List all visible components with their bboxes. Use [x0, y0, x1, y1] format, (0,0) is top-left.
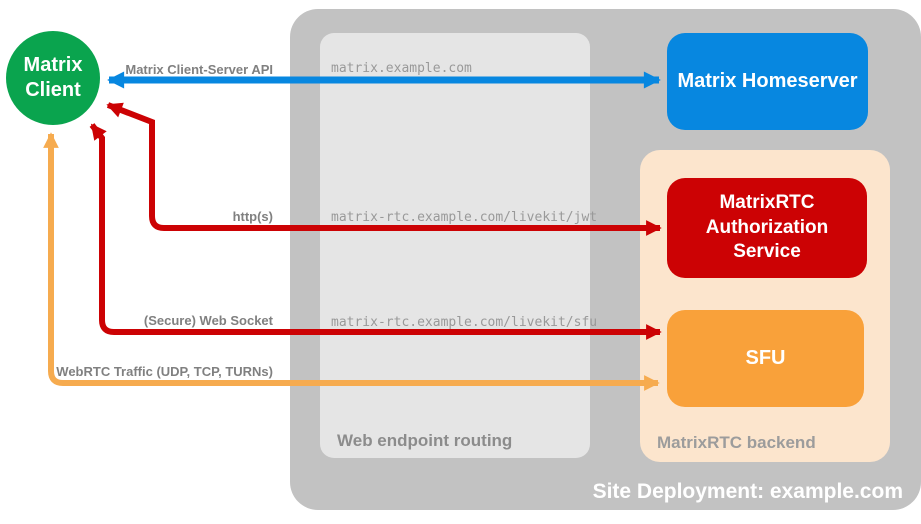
matrix-homeserver-label: Matrix Homeserver: [677, 70, 858, 92]
label-https: http(s): [232, 209, 273, 224]
endpoint-livekit-jwt: matrix-rtc.example.com/livekit/jwt: [331, 210, 598, 225]
web-endpoint-routing-container: [320, 33, 590, 458]
sfu-node: SFU: [667, 310, 864, 407]
matrixrtc-authorization-service-node: MatrixRTC Authorization Service: [667, 178, 867, 278]
label-websocket: (Secure) Web Socket: [143, 313, 273, 328]
matrix-homeserver-node: Matrix Homeserver: [667, 33, 868, 130]
auth-service-label-line3: Service: [733, 241, 801, 263]
sfu-label: SFU: [745, 347, 786, 369]
web-endpoint-routing-caption: Web endpoint routing: [337, 431, 513, 450]
endpoint-livekit-sfu: matrix-rtc.example.com/livekit/sfu: [331, 315, 598, 330]
endpoint-matrix: matrix.example.com: [331, 61, 472, 76]
auth-service-label-line1: MatrixRTC: [719, 191, 815, 213]
matrixrtc-backend-caption: MatrixRTC backend: [657, 433, 816, 452]
matrix-client-label-line2: Client: [25, 79, 81, 101]
site-deployment-caption: Site Deployment: example.com: [592, 480, 903, 503]
matrix-client-node: Matrix Client: [6, 31, 100, 125]
auth-service-label-line2: Authorization: [705, 216, 829, 238]
label-webrtc-traffic: WebRTC Traffic (UDP, TCP, TURNs): [56, 364, 273, 379]
matrix-client-label-line1: Matrix: [23, 54, 83, 76]
